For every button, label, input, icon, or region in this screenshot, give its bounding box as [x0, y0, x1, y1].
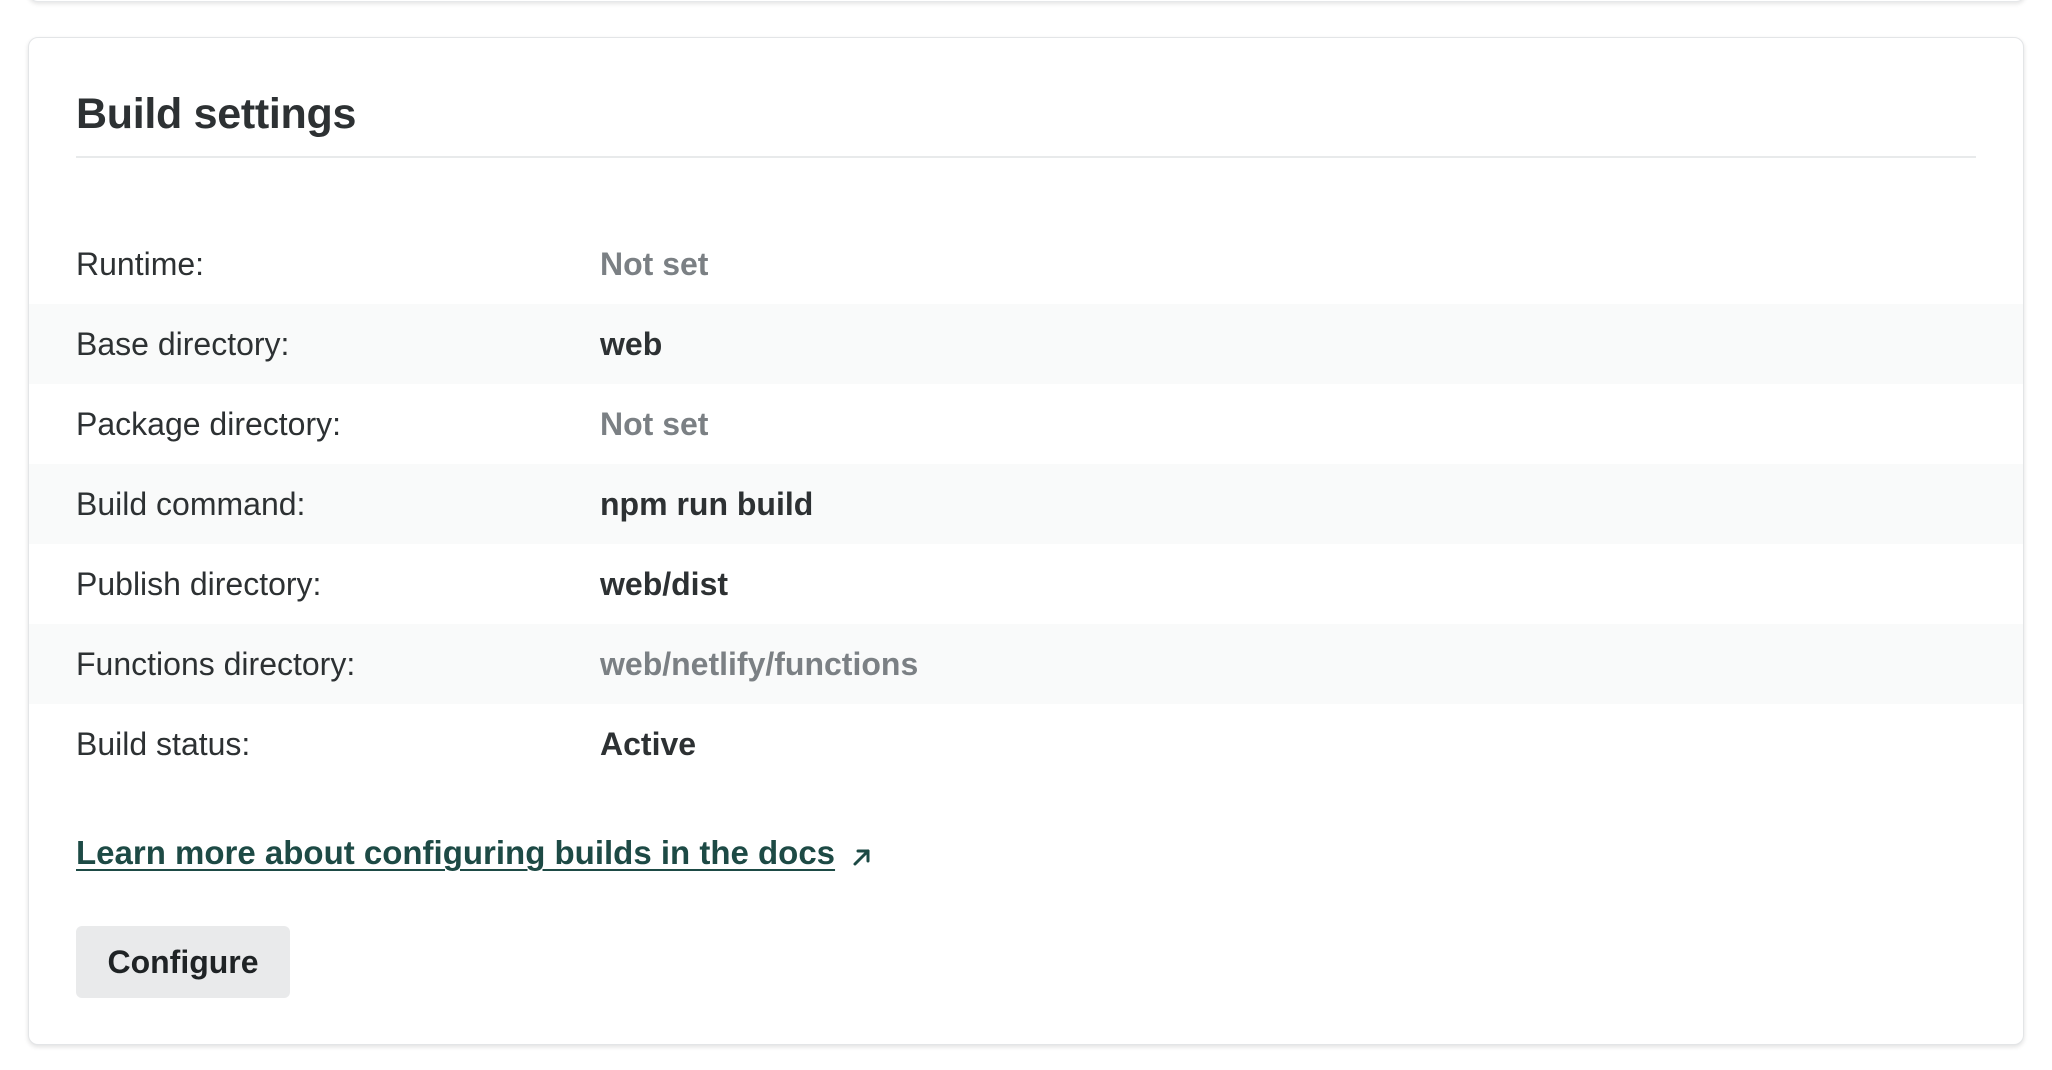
docs-link-label: Learn more about configuring builds in t…: [76, 834, 836, 871]
setting-label: Publish directory:: [76, 565, 322, 602]
configure-button[interactable]: Configure: [76, 926, 290, 998]
build-settings-card: Build settings Runtime: Not set Base dir…: [28, 37, 2024, 1045]
previous-card-edge: [28, 0, 2026, 2]
setting-label: Functions directory:: [76, 645, 356, 682]
setting-value: web/netlify/functions: [600, 645, 919, 682]
settings-list: Runtime: Not set Base directory: web Pac…: [29, 224, 2023, 784]
setting-label: Runtime:: [76, 245, 205, 282]
setting-row-runtime: Runtime: Not set: [29, 224, 2023, 304]
setting-value: web/dist: [600, 565, 729, 602]
setting-row-build-status: Build status: Active: [29, 704, 2023, 784]
setting-value: Active: [600, 725, 697, 762]
setting-row-base-directory: Base directory: web: [29, 304, 2023, 384]
card-title: Build settings: [76, 90, 357, 138]
setting-value: Not set: [600, 405, 709, 442]
setting-label: Build status:: [76, 725, 251, 762]
setting-value: web: [600, 325, 663, 362]
external-link-arrow-icon: [849, 840, 875, 866]
setting-label: Base directory:: [76, 325, 290, 362]
setting-label: Package directory:: [76, 405, 342, 442]
setting-label: Build command:: [76, 485, 306, 522]
setting-row-publish-directory: Publish directory: web/dist: [29, 544, 2023, 624]
setting-row-package-directory: Package directory: Not set: [29, 384, 2023, 464]
setting-value: Not set: [600, 245, 709, 282]
setting-value: npm run build: [600, 485, 814, 522]
setting-row-functions-directory: Functions directory: web/netlify/functio…: [29, 624, 2023, 704]
docs-link[interactable]: Learn more about configuring builds in t…: [76, 834, 875, 872]
title-divider: [76, 156, 1976, 158]
setting-row-build-command: Build command: npm run build: [29, 464, 2023, 544]
